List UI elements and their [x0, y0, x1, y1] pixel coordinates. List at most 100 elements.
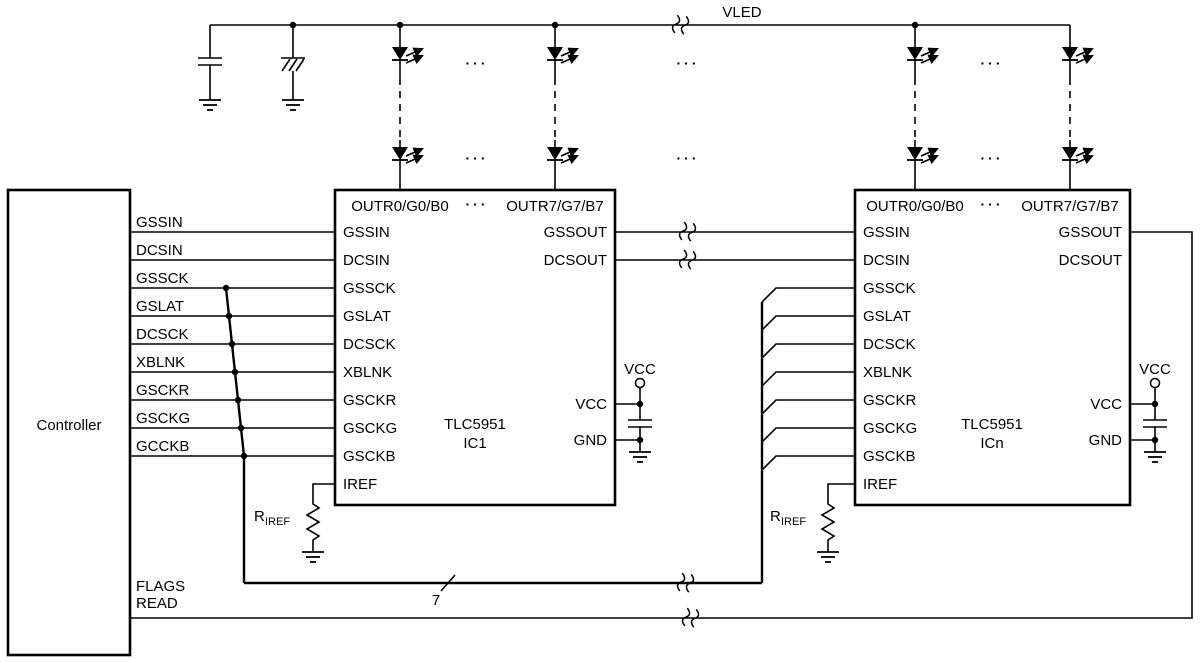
icn-top-pin-label: OUTR0/G0/B0 — [866, 198, 964, 215]
bus-fanout-wire — [761, 343, 855, 359]
bus-fanout-wire — [761, 427, 855, 443]
ic1-pin-label: DCSOUT — [544, 252, 607, 269]
riref-label: R — [254, 508, 265, 525]
control-bus: 7 — [222, 284, 855, 609]
icn-pin-label: XBLNK — [863, 364, 912, 381]
ellipsis-label: ··· — [677, 150, 700, 166]
riref-subscript: IREF — [265, 516, 290, 528]
junction-dot — [228, 340, 236, 348]
controller-output-label: GCCKB — [136, 438, 189, 455]
ic1-top-pin-label: OUTR7/G7/B7 — [506, 198, 604, 215]
ic1-top-pin-label: OUTR0/G0/B0 — [351, 198, 449, 215]
ic1-box — [333, 188, 617, 507]
ic1-block: OUTR0/G0/B0 ··· OUTR7/G7/B7 GSSIN DCSIN … — [333, 188, 617, 507]
ellipsis-label: ··· — [677, 55, 700, 71]
controller-output-label: XBLNK — [136, 354, 185, 371]
ic1-pin-label: GND — [574, 432, 608, 449]
vcc-supply-label: VCC — [1139, 361, 1171, 378]
ellipsis-label: ··· — [981, 55, 1004, 71]
ic1-pin-label: GSSIN — [343, 224, 390, 241]
led-icon — [392, 147, 422, 163]
ic1-pin-label: XBLNK — [343, 364, 392, 381]
resistor-icon — [306, 499, 320, 546]
ic1-pin-label: GSCKG — [343, 420, 397, 437]
ic1-pin-label: VCC — [575, 396, 607, 413]
cascade-wires — [615, 220, 855, 271]
icn-block: OUTR0/G0/B0 ··· OUTR7/G7/B7 GSSIN DCSIN … — [853, 188, 1132, 507]
icn-top-pin-label: OUTR7/G7/B7 — [1021, 198, 1119, 215]
led-string-column — [907, 25, 937, 190]
iref-wire — [827, 483, 855, 500]
icn-part-number: TLC5951 — [961, 416, 1023, 433]
ellipsis-label: ··· — [981, 150, 1004, 166]
junction-dot — [240, 452, 248, 460]
ic1-pin-label: IREF — [343, 476, 377, 493]
bus-width-slash — [440, 574, 456, 592]
led-icon — [1062, 47, 1092, 63]
controller-box — [6, 188, 132, 657]
icn-pin-label: GSLAT — [863, 308, 911, 325]
bus-fanout-wire — [761, 287, 855, 303]
ellipsis-label: ··· — [466, 55, 489, 71]
led-string-column — [547, 25, 577, 190]
led-icon — [1062, 147, 1092, 163]
wire-flags-read — [130, 231, 1193, 619]
junction-dot — [1151, 436, 1159, 444]
icn-designator: ICn — [980, 435, 1003, 452]
bus-fanout-wire — [761, 371, 855, 387]
ground-icon — [281, 99, 305, 111]
junction-dot — [225, 312, 233, 320]
capacitor-hatch — [295, 58, 305, 72]
flags-read-label: READ — [136, 595, 178, 612]
led-icon — [907, 147, 937, 163]
ic1-pin-label: DCSCK — [343, 336, 396, 353]
icn-pin-label: VCC — [1090, 396, 1122, 413]
bus-width-label: 7 — [432, 592, 440, 609]
vled-rail: VLED — [210, 4, 1070, 36]
ground-icon — [628, 451, 652, 463]
vled-decoupling-capacitor — [281, 25, 305, 111]
icn-pin-label: GSCKG — [863, 420, 917, 437]
controller-block: Controller GSSIN DCSIN GSSCK GSLAT DCSCK… — [6, 188, 190, 657]
capacitor-hatch — [281, 58, 291, 72]
icn-iref-circuit: R IREF — [770, 483, 855, 563]
led-icon — [547, 147, 577, 163]
ic1-pin-label: GSSCK — [343, 280, 396, 297]
junction-dot — [636, 436, 644, 444]
controller-output-label: GSCKR — [136, 382, 190, 399]
ic1-pin-label: DCSIN — [343, 252, 390, 269]
controller-output-label: DCSCK — [136, 326, 189, 343]
icn-vcc-circuit: VCC — [1130, 361, 1171, 463]
ground-icon — [1143, 451, 1167, 463]
ellipsis-label: ··· — [466, 150, 489, 166]
junction-dot — [1151, 400, 1159, 408]
icn-pin-label: IREF — [863, 476, 897, 493]
ic1-pin-label: GSLAT — [343, 308, 391, 325]
controller-output-label: GSCKG — [136, 410, 190, 427]
bus-fanout-wire — [761, 315, 855, 331]
flags-read-wire-group — [130, 231, 1193, 629]
flags-read-label: FLAGS — [136, 578, 185, 595]
ic1-pin-label: GSCKB — [343, 448, 396, 465]
icn-pin-label: DCSIN — [863, 252, 910, 269]
riref-label: R — [770, 508, 781, 525]
junction-dot — [234, 396, 242, 404]
ground-icon — [301, 551, 325, 563]
icn-pin-label: GSCKR — [863, 392, 917, 409]
led-string-column — [1062, 25, 1092, 190]
vcc-terminal-icon — [1149, 377, 1161, 389]
icn-box — [853, 188, 1132, 507]
vcc-supply-label: VCC — [624, 361, 656, 378]
ic1-pin-label: GSSOUT — [544, 224, 607, 241]
led-icon — [547, 47, 577, 63]
led-string-column — [392, 25, 422, 190]
junction-dot — [231, 368, 239, 376]
vcc-terminal-icon — [634, 377, 646, 389]
ic1-designator: IC1 — [463, 435, 486, 452]
bus-fanout-wire — [761, 455, 855, 471]
controller-output-label: GSLAT — [136, 298, 184, 315]
controller-signal-wires — [130, 231, 335, 457]
controller-output-label: GSSCK — [136, 270, 189, 287]
capacitor-hatch — [288, 58, 298, 72]
